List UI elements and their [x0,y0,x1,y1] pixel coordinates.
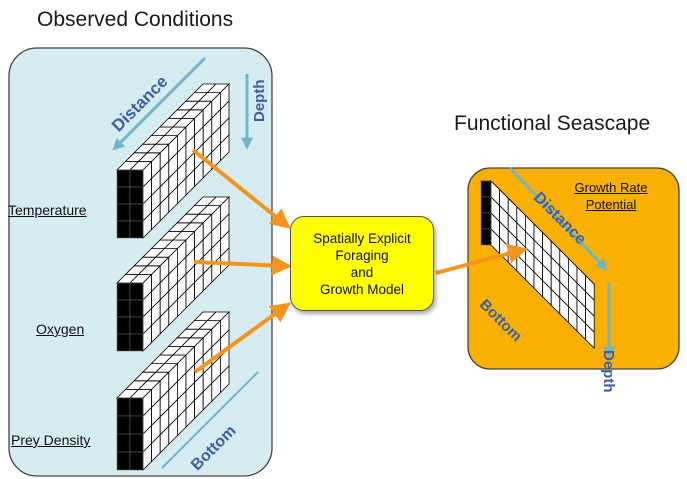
grid-cell [129,203,144,222]
grid-cell [116,433,131,453]
prey-to-model-arrow [193,302,291,374]
grid-cell [585,322,595,350]
seascape-distance-axis-arrow [508,166,608,271]
oxygen-grid [116,196,230,352]
model-line-2: Foraging [335,247,389,263]
grid-cell [129,282,144,301]
functional-seascape-title: Functional Seascape [454,112,651,135]
grid-cell [129,433,144,453]
model-line-3: and [350,264,374,280]
grid-cell [219,134,230,162]
observed-conditions-title: Observed Conditions [37,8,234,31]
distance-axis-arrow [112,56,207,151]
grid-cell [129,299,144,318]
grid-cell [480,228,492,246]
grid-cell [129,397,144,417]
prey-density-grid [116,311,230,471]
grid-cell [116,415,131,435]
grid-cell [129,316,144,335]
grid-cell [116,203,131,222]
bottom-axis-line [161,371,259,469]
growth-rate-potential-label: Growth Rate Potential [566,179,656,213]
growth-model-box: Spatially Explicit Foraging and Growth M… [290,216,434,311]
prey-density-label: Prey Density [11,432,91,448]
grid-cell [129,169,144,188]
grid-cell [116,451,131,471]
growth-rate-line: Growth Rate [574,180,648,195]
temperature-to-model-arrow [191,148,291,229]
grid-cell [116,333,131,352]
grid-cell [129,220,144,239]
grid-cell [116,316,131,335]
grid-cell [116,169,131,188]
grid-cell [116,186,131,205]
oxygen-label: Oxygen [36,321,85,337]
grid-cell [116,220,131,239]
grid-cell [219,365,230,394]
model-line-4: Growth Model [319,281,405,297]
grid-cell [480,196,492,214]
grid-cell [129,333,144,352]
seascape-depth-axis-label: Depth [600,350,617,393]
grid-cell [129,186,144,205]
seascape-grid [480,180,596,350]
depth-axis-label: Depth [251,79,268,123]
grid-cell [129,415,144,435]
temperature-label: Temperature [8,202,87,218]
grid-cell [116,397,131,417]
model-to-seascape-arrow [435,243,528,275]
grid-cell [480,212,492,230]
grid-cell [116,282,131,301]
oxygen-to-model-arrow [193,255,292,276]
temperature-grid [116,83,230,239]
grid-cell [116,299,131,318]
grid-cell [480,180,492,198]
grid-cell [129,451,144,471]
potential-line: Potential [585,197,637,212]
model-line-1: Spatially Explicit [313,230,411,246]
